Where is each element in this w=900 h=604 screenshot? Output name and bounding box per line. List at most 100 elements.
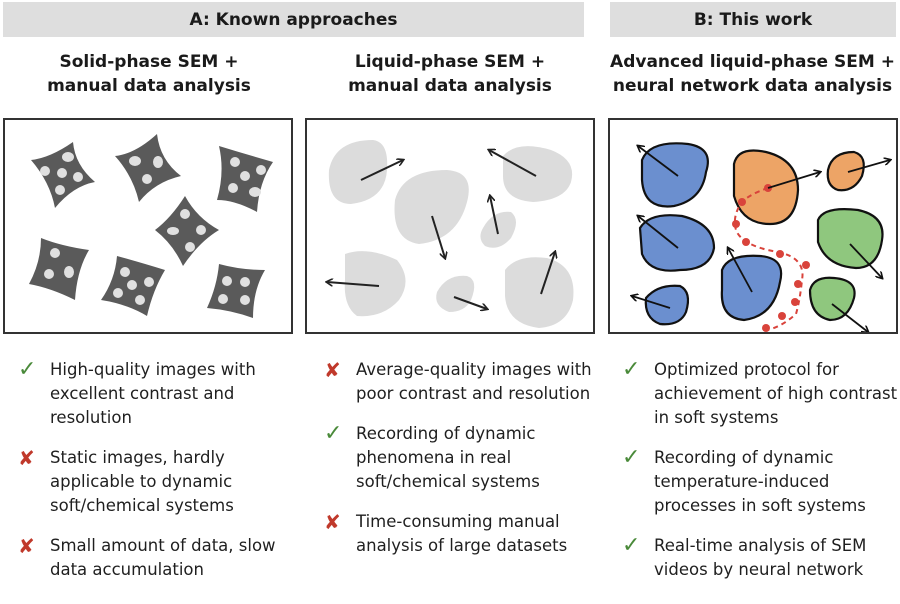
liquid-phase-illustration	[305, 118, 595, 334]
particle-spot	[55, 185, 65, 195]
motion-arrow	[831, 303, 868, 332]
motion-arrow	[847, 160, 890, 173]
list-item: ✘ Static images, hardly applicable to dy…	[18, 446, 298, 518]
list-item: ✓ Optimized protocol for achievement of …	[622, 358, 898, 430]
list-item: ✓ High-quality images with excellent con…	[18, 358, 298, 430]
particle-spot	[142, 174, 152, 184]
liquid-blob	[344, 251, 406, 317]
column-title-advanced: Advanced liquid-phase SEM + neural netwo…	[605, 50, 900, 98]
liquid-blob	[436, 275, 475, 312]
feature-text: Average-quality images with poor contras…	[356, 360, 592, 403]
cross-icon: ✘	[18, 446, 35, 470]
motion-arrow	[632, 296, 671, 309]
solid-particle	[207, 264, 265, 318]
title-line: Advanced liquid-phase SEM +	[610, 52, 895, 72]
particle-spot	[40, 166, 50, 176]
title-line: manual data analysis	[348, 76, 552, 96]
particle-spot	[249, 187, 261, 197]
particle-spot	[230, 157, 240, 167]
solid-particle	[115, 134, 181, 202]
solid-phase-illustration	[3, 118, 293, 334]
list-item: ✓ Recording of dynamic phenomena in real…	[324, 422, 600, 494]
liquid-phase-features-list: ✘ Average-quality images with poor contr…	[324, 358, 600, 574]
particle-spot	[135, 295, 145, 305]
liquid-blob	[480, 211, 516, 248]
title-line: neural network data analysis	[612, 76, 893, 96]
particle-spot	[180, 209, 190, 219]
neural-network-svg	[610, 142, 896, 332]
motion-arrow	[540, 252, 555, 295]
particle-spot	[129, 156, 141, 166]
liquid-blob	[394, 170, 469, 244]
feature-text: Recording of dynamic temperature-induced…	[654, 448, 866, 515]
tracking-point	[778, 312, 786, 320]
tracking-point	[738, 198, 746, 206]
particle-spot	[196, 225, 206, 235]
tracking-point	[762, 324, 770, 332]
feature-text: Recording of dynamic phenomena in real s…	[356, 424, 540, 491]
column-title-solid-phase: Solid-phase SEM + manual data analysis	[3, 50, 295, 98]
title-line: Solid-phase SEM +	[59, 52, 239, 72]
particle-spot	[218, 294, 228, 304]
solid-particle	[29, 238, 89, 300]
particle-spot	[127, 280, 137, 290]
particle-spot	[185, 242, 195, 252]
tracking-point	[794, 280, 802, 288]
particle-spot	[240, 277, 250, 287]
check-icon: ✓	[18, 357, 37, 382]
advanced-features-list: ✓ Optimized protocol for achievement of …	[622, 358, 898, 598]
liquid-blob	[328, 140, 388, 204]
cross-icon: ✘	[324, 510, 341, 534]
orange-particle	[826, 150, 865, 192]
solid-phase-svg	[29, 134, 273, 318]
particle-spot	[153, 156, 163, 168]
tracking-point	[802, 261, 810, 269]
tracking-point	[791, 298, 799, 306]
title-line: manual data analysis	[47, 76, 251, 96]
motion-arrow	[453, 296, 487, 309]
green-particle	[816, 208, 884, 270]
particle-spot	[73, 172, 83, 182]
section-b-banner: B: This work	[610, 2, 896, 37]
feature-text: Optimized protocol for achievement of hi…	[654, 360, 898, 427]
list-item: ✘ Small amount of data, slow data accumu…	[18, 534, 298, 582]
particle-spot	[222, 276, 232, 286]
feature-text: High-quality images with excellent contr…	[50, 360, 256, 427]
motion-arrow	[431, 215, 445, 258]
motion-arrow	[490, 196, 499, 235]
liquid-blob	[503, 146, 573, 202]
check-icon: ✓	[622, 533, 641, 558]
cross-icon: ✘	[324, 358, 341, 382]
motion-arrow	[638, 216, 679, 249]
particle-spot	[256, 165, 266, 175]
check-icon: ✓	[324, 421, 343, 446]
liquid-phase-svg	[307, 140, 574, 328]
list-item: ✘ Time-consuming manual analysis of larg…	[324, 510, 600, 558]
particle-spot	[167, 227, 179, 235]
particle-spot	[144, 277, 154, 287]
particle-spot	[50, 248, 60, 258]
particle-spot	[240, 171, 250, 181]
solid-phase-features-list: ✓ High-quality images with excellent con…	[18, 358, 298, 598]
particle-spot	[62, 152, 74, 162]
motion-arrow	[489, 150, 537, 177]
check-icon: ✓	[622, 445, 641, 470]
motion-arrow	[728, 248, 753, 293]
blue-particle	[644, 284, 690, 326]
motion-arrow	[327, 282, 380, 287]
neural-network-illustration	[608, 118, 898, 334]
section-a-banner: A: Known approaches	[3, 2, 584, 37]
check-icon: ✓	[622, 357, 641, 382]
column-title-liquid-phase: Liquid-phase SEM + manual data analysis	[305, 50, 595, 98]
tracking-point	[732, 220, 740, 228]
particle-spot	[228, 183, 238, 193]
feature-text: Real-time analysis of SEM videos by neur…	[654, 536, 867, 579]
particle-spot	[64, 266, 74, 278]
solid-particle	[155, 196, 219, 266]
green-particle	[808, 276, 856, 322]
list-item: ✓ Recording of dynamic temperature-induc…	[622, 446, 898, 518]
blue-particle	[720, 254, 783, 322]
motion-arrow	[849, 243, 882, 278]
motion-arrow	[767, 172, 820, 189]
tracking-point	[742, 238, 750, 246]
